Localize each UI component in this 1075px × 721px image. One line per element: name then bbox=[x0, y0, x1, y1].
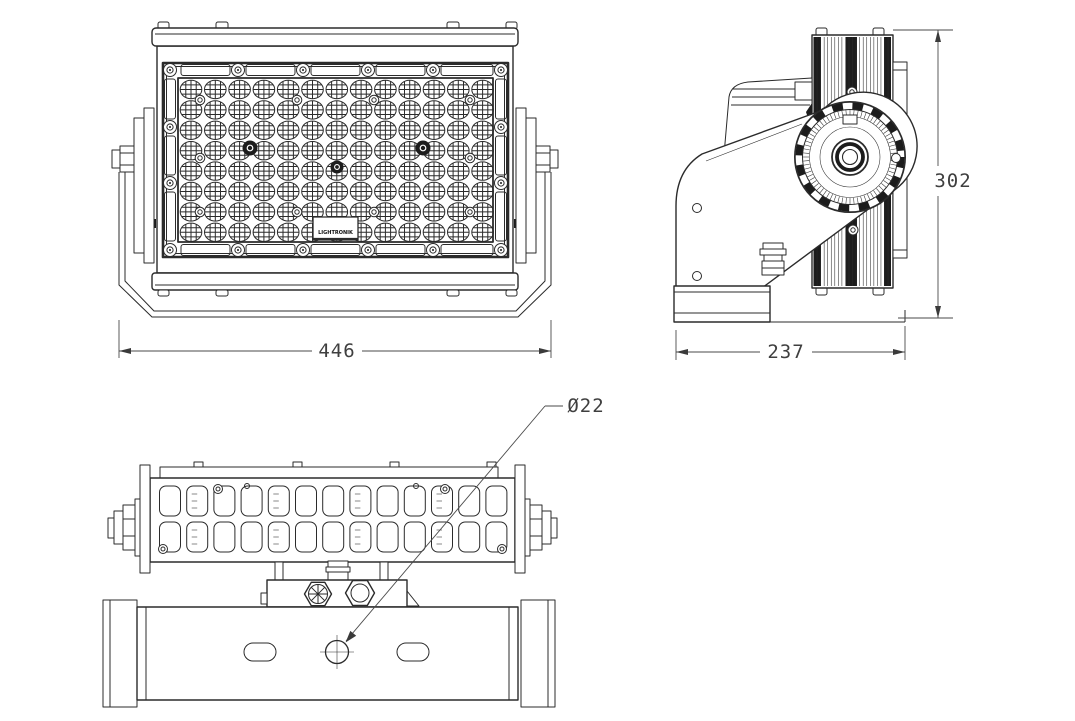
front-mounting-bracket bbox=[118, 172, 552, 318]
cable-gland-side bbox=[759, 242, 787, 276]
side-view bbox=[673, 27, 918, 323]
right-yoke-arm bbox=[515, 107, 559, 264]
lens-field-screws bbox=[194, 94, 476, 218]
dim-front-width: 446 bbox=[118, 320, 552, 362]
leader-line bbox=[345, 405, 546, 642]
left-yoke-arm bbox=[111, 107, 155, 264]
dark-screw-center bbox=[330, 160, 344, 174]
junction-box bbox=[260, 579, 420, 608]
brand-label-text: LIGHTRONIK bbox=[318, 230, 354, 236]
fin-slots bbox=[159, 485, 508, 553]
bottom-view-top-bar bbox=[159, 461, 499, 479]
left-knob-hex bbox=[119, 145, 135, 173]
arm-section-left bbox=[274, 561, 284, 581]
dim-hole-diameter: Ø22 bbox=[345, 395, 604, 643]
arrowhead bbox=[676, 349, 688, 355]
front-view: LIGHTRONIK bbox=[111, 21, 559, 318]
bottom-left-yoke bbox=[107, 464, 151, 574]
bottom-body-screws bbox=[158, 483, 507, 554]
dim-text-hole: Ø22 bbox=[567, 395, 604, 417]
side-base bbox=[673, 285, 906, 323]
brand-label: LIGHTRONIK bbox=[312, 216, 359, 241]
arrowhead bbox=[345, 630, 357, 643]
arrowhead bbox=[893, 349, 905, 355]
dim-side-height: 302 bbox=[893, 29, 971, 319]
dim-text-depth: 237 bbox=[767, 341, 804, 363]
bezel-screws bbox=[163, 63, 508, 257]
connector-stack bbox=[325, 560, 351, 581]
dim-text-height: 302 bbox=[934, 170, 971, 192]
bottom-left-knob bbox=[122, 504, 136, 551]
slot-hole-left bbox=[243, 642, 277, 662]
arm-hole-upper bbox=[692, 203, 702, 213]
bottom-right-knob bbox=[529, 504, 543, 551]
arrowhead bbox=[935, 306, 941, 318]
bottom-bar bbox=[151, 272, 519, 297]
right-knob-hex bbox=[535, 145, 551, 173]
hex-bolt bbox=[303, 581, 333, 607]
mounting-base bbox=[102, 599, 556, 708]
dimensions: 446 302 237 Ø22 bbox=[118, 29, 971, 643]
dark-screw-right bbox=[415, 140, 431, 156]
dim-text-width: 446 bbox=[318, 340, 355, 362]
bottom-view bbox=[102, 461, 558, 708]
top-bar bbox=[151, 21, 519, 47]
angle-dial bbox=[794, 101, 906, 213]
dial-hub bbox=[831, 138, 869, 176]
dim-side-depth: 237 bbox=[675, 326, 906, 363]
arm-section-right bbox=[379, 561, 389, 581]
arrowhead bbox=[935, 30, 941, 42]
lens-panel-border bbox=[177, 77, 494, 243]
slot-hole-right bbox=[396, 642, 430, 662]
arm-hole-lower bbox=[692, 271, 702, 281]
bottom-right-yoke bbox=[514, 464, 558, 574]
cable-gland-bottom bbox=[344, 579, 376, 607]
arrowhead bbox=[119, 348, 131, 354]
dark-screw-left bbox=[242, 140, 258, 156]
bezel-segments bbox=[164, 64, 507, 256]
mounting-holes bbox=[243, 635, 430, 669]
arrowhead bbox=[539, 348, 551, 354]
